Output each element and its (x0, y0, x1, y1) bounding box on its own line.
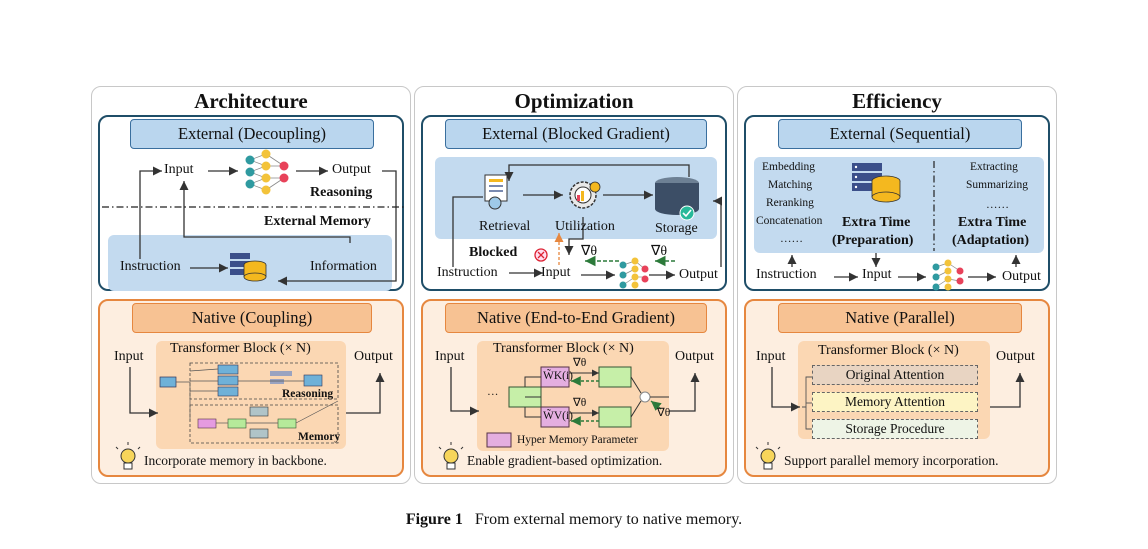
dots-label: ··· (487, 389, 499, 401)
external-header: External (Decoupling) (130, 119, 374, 149)
native-header: Native (Parallel) (778, 303, 1022, 333)
lightbulb-icon (438, 442, 464, 470)
grad-label-2: ∇θ (573, 397, 587, 409)
input-label: Input (435, 349, 465, 364)
block-label: Transformer Block (× N) (170, 341, 311, 356)
neural-network-icon (932, 259, 964, 291)
panel-efficiency: Efficiency External (Sequential) Embeddi… (737, 86, 1057, 484)
panel-title: Efficiency (852, 89, 942, 113)
lightbulb-icon (755, 442, 781, 470)
memory-attention-box: Memory Attention (812, 392, 978, 412)
reasoning-sub-label: Reasoning (282, 388, 334, 400)
information-label: Information (310, 259, 377, 274)
memory-sub-label: Memory (298, 431, 341, 443)
instruction-label: Instruction (756, 267, 817, 282)
lightbulb-icon (115, 442, 141, 470)
prep-step: Concatenation (756, 215, 823, 227)
retrieval-label: Retrieval (479, 219, 531, 234)
e2e-diagram (450, 366, 700, 448)
document-icon (484, 174, 508, 210)
prep-step: Embedding (762, 161, 816, 173)
adapt-step: Summarizing (966, 179, 1028, 191)
prep-title: Extra Time (842, 215, 911, 230)
external-box: External (Decoupling) Input Output Reaso… (98, 115, 404, 291)
input-label: Input (114, 349, 144, 364)
input-label: Input (541, 265, 571, 280)
utilization-label: Utilization (555, 219, 615, 234)
prep-step: …… (780, 233, 803, 245)
external-header: External (Sequential) (778, 119, 1022, 149)
gear-dollar-icon (569, 181, 601, 209)
panel-title: Architecture (194, 89, 308, 113)
native-header: Native (End-to-End Gradient) (445, 303, 707, 333)
architecture-external-arrows (102, 166, 404, 286)
panel-optimization: Optimization External (Blocked Gradient) (414, 86, 734, 484)
storage-check-icon (655, 177, 699, 221)
prep-step: Reranking (766, 197, 814, 209)
output-label: Output (332, 162, 371, 177)
storage-label: Storage (655, 221, 698, 236)
blocked-label: Blocked (469, 245, 518, 260)
original-attention-box: Original Attention (812, 365, 978, 385)
external-memory-zone (754, 157, 1044, 253)
adapt-step: …… (986, 199, 1009, 211)
grad-label-1: ∇θ (581, 244, 598, 259)
external-memory-label: External Memory (264, 214, 371, 229)
hyper-memory-legend: Hyper Memory Parameter (517, 434, 638, 446)
adapt-step: Extracting (970, 161, 1018, 173)
native-box: Native (Coupling) Transformer Block (× N… (98, 299, 404, 477)
external-box: External (Sequential) Embedding Matching… (744, 115, 1050, 291)
native-box: Native (End-to-End Gradient) Transformer… (421, 299, 727, 477)
adapt-sub: (Adaptation) (952, 233, 1030, 248)
output-label: Output (354, 349, 393, 364)
panel-architecture: Architecture External (Decoupling) Input… (91, 86, 411, 484)
neural-network-icon (619, 257, 649, 289)
output-label: Output (679, 267, 718, 282)
parallel-diagram (771, 367, 1025, 430)
output-label: Output (1002, 269, 1041, 284)
block-label: Transformer Block (× N) (493, 341, 634, 356)
native-tip: Incorporate memory in backbone. (144, 453, 327, 468)
instruction-label: Instruction (120, 259, 181, 274)
input-label: Input (164, 162, 194, 177)
native-tip: Enable gradient-based optimization. (467, 453, 663, 468)
server-database-icon (852, 163, 901, 203)
database-icon (230, 253, 267, 282)
wk-label: W̃K(i) (543, 370, 574, 382)
instruction-label: Instruction (437, 265, 498, 280)
coupling-diagram (129, 362, 385, 444)
prep-sub: (Preparation) (832, 233, 914, 248)
optimization-external-arrows (452, 164, 723, 280)
native-tip: Support parallel memory incorporation. (784, 453, 999, 468)
block-x-icon (534, 248, 548, 262)
output-label: Output (675, 349, 714, 364)
grad-label-3: ∇θ (657, 407, 671, 419)
grad-label-2: ∇θ (651, 244, 668, 259)
wv-label: W̃V(i) (543, 410, 574, 422)
prep-step: Matching (768, 179, 813, 191)
figure-text: From external memory to native memory. (474, 511, 743, 528)
storage-procedure-box: Storage Procedure (812, 419, 978, 439)
figure-label: Figure 1 (405, 511, 463, 528)
input-label: Input (862, 267, 892, 282)
block-label: Transformer Block (× N) (818, 343, 959, 358)
figure-caption: Figure 1 From external memory to native … (0, 511, 1148, 529)
output-label: Output (996, 349, 1035, 364)
neural-network-icon (245, 149, 289, 195)
grad-label-1: ∇θ (573, 357, 587, 369)
input-label: Input (756, 349, 786, 364)
external-header: External (Blocked Gradient) (445, 119, 707, 149)
native-header: Native (Coupling) (132, 303, 372, 333)
efficiency-external-arrows (787, 161, 1021, 282)
adapt-title: Extra Time (958, 215, 1027, 230)
native-box: Native (Parallel) Transformer Block (× N… (744, 299, 1050, 477)
external-box: External (Blocked Gradient) (421, 115, 727, 291)
reasoning-label: Reasoning (310, 185, 373, 200)
panel-title: Optimization (514, 89, 634, 113)
